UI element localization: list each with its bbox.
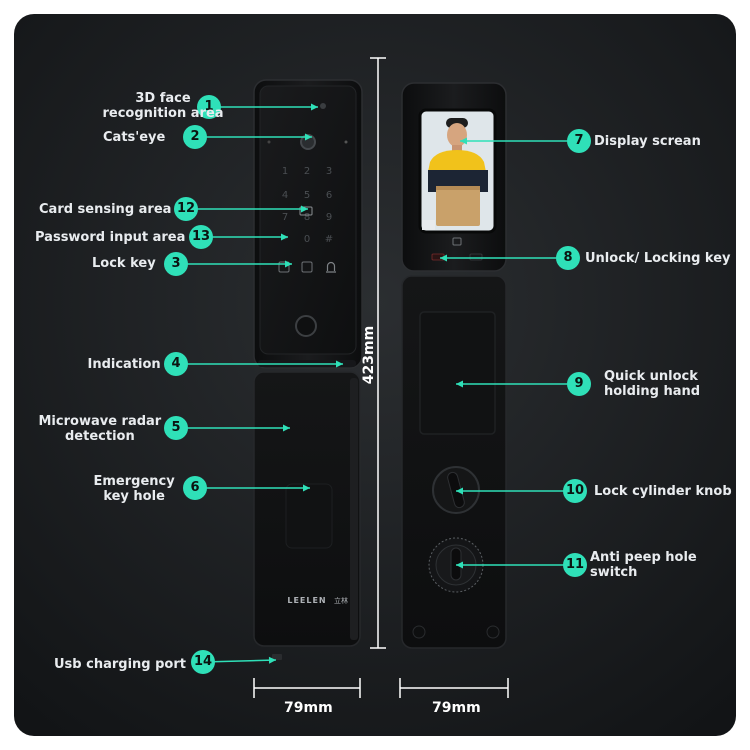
keypad-key: 5 [304, 190, 310, 201]
keypad-key: 2 [304, 166, 310, 177]
callout-number-badge: 11 [563, 553, 587, 577]
height-dimension-label: 423mm [361, 326, 377, 384]
callout-arrowhead [303, 484, 310, 492]
callout-number-badge: 8 [556, 246, 580, 270]
back-width-label: 79mm [432, 700, 481, 716]
callout-number-badge: 9 [567, 372, 591, 396]
callout-arrowhead [440, 254, 447, 262]
callout-arrowhead [456, 380, 463, 388]
callout-label: Emergency key hole [93, 474, 175, 504]
emergency-key-cover [285, 483, 333, 549]
brand-logo-cn: 立林 [334, 596, 348, 605]
callout-arrowhead [456, 487, 463, 495]
screen-person-face [447, 123, 467, 147]
callout-label: Usb charging port [54, 657, 186, 672]
callout-number-badge: 1 [197, 95, 221, 119]
keypad-key: 6 [326, 190, 332, 201]
callout-arrowhead [285, 260, 292, 268]
dimension-lines [253, 57, 509, 698]
callout-number-badge: 2 [183, 125, 207, 149]
screen-person-shirt [428, 150, 486, 172]
callout-arrowhead [283, 424, 290, 432]
quick-unlock-handle [419, 311, 496, 435]
keypad-key: 9 [326, 212, 332, 223]
keypad-key: 1 [282, 166, 288, 177]
keypad: 1 2 3 4 5 6 7 8 9 * 0 # [282, 166, 333, 245]
callout-number-badge: 14 [191, 650, 215, 674]
keypad-key: # [325, 234, 333, 245]
screw [412, 625, 426, 639]
callout-leader-line [202, 659, 277, 663]
callout-arrowhead [305, 133, 312, 141]
bell-icon [326, 261, 336, 273]
background-card [14, 14, 736, 736]
callout-leaders [176, 103, 579, 664]
callout-label: 3D face recognition area [102, 91, 224, 121]
back-lock [401, 82, 507, 649]
callout-number-badge: 10 [563, 479, 587, 503]
screw [486, 625, 500, 639]
callout-arrowhead [311, 103, 318, 111]
callout-label: Password input area [35, 230, 186, 245]
callout-label: Anti peep hole switch [590, 550, 697, 580]
fingerprint-sensor [295, 315, 317, 337]
usb-port [272, 654, 282, 660]
callout-label: Quick unlock holding hand [604, 369, 701, 399]
callout-number-badge: 12 [174, 197, 198, 221]
face-sensor [320, 103, 326, 109]
keypad-key: * [283, 234, 288, 245]
callout-number-badge: 6 [183, 476, 207, 500]
card-sensor-icon [299, 206, 313, 216]
callout-label: Card sensing area [39, 202, 172, 217]
callout-number-badge: 5 [164, 416, 188, 440]
callout-label: Unlock/ Locking key [585, 251, 731, 266]
callout-number-badge: 13 [189, 225, 213, 249]
keypad-key: 4 [282, 190, 288, 201]
callout-number-badge: 7 [567, 129, 591, 153]
callout-arrowhead [281, 233, 288, 241]
keypad-key: 0 [304, 234, 310, 245]
callout-label: Microwave radar detection [38, 414, 162, 444]
callout-number-badge: 3 [164, 252, 188, 276]
callout-arrowhead [301, 205, 308, 213]
lock-key-icon [278, 261, 290, 273]
callout-label: Lock key [92, 256, 156, 271]
callout-label: Display screan [594, 134, 701, 149]
callout-arrowhead [268, 656, 276, 664]
keypad-key: 3 [326, 166, 332, 177]
callout-arrowhead [460, 137, 467, 145]
callout-label: Lock cylinder knob [594, 484, 732, 499]
callout-number-badge: 4 [164, 352, 188, 376]
keypad-key: 8 [304, 212, 310, 223]
front-glass-panel [259, 85, 357, 355]
screen-box [436, 186, 480, 226]
brand-logo-text: LEELEN [287, 596, 326, 605]
callout-arrowhead [336, 360, 343, 368]
callout-label: Indication [87, 357, 161, 372]
callout-arrowhead [456, 561, 463, 569]
front-width-label: 79mm [284, 700, 333, 716]
callout-label: Cats'eye [103, 130, 166, 145]
front-lock: 1 2 3 4 5 6 7 8 9 * 0 # LEELEN 立林 [253, 79, 363, 660]
keypad-key: 7 [282, 212, 288, 223]
